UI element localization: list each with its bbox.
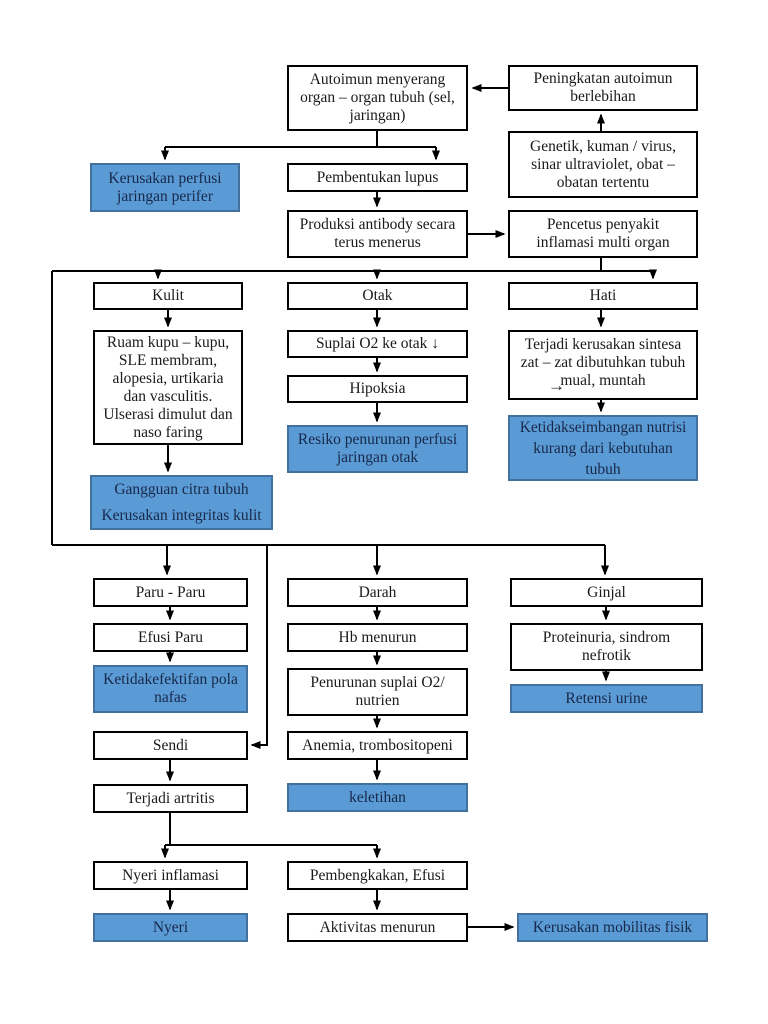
genetik-kuman-box: Genetik, kuman / virus,sinar ultraviolet… bbox=[508, 131, 698, 198]
produksi-antibody-label: Produksi antibody secara bbox=[299, 216, 456, 233]
otak-box: Otak bbox=[287, 282, 468, 310]
keletihan-box: keletihan bbox=[287, 783, 468, 812]
nyeri-box: Nyeri bbox=[93, 913, 248, 942]
flow-arrow bbox=[250, 545, 268, 749]
hati-box: Hati bbox=[508, 282, 698, 310]
ginjal-label: Ginjal bbox=[587, 583, 626, 601]
anemia-trombositopeni-label: Anemia, trombositopeni bbox=[302, 736, 453, 754]
hb-menurun-label: Hb menurun bbox=[338, 628, 417, 646]
ruam-kupu-label: SLE membram, bbox=[118, 351, 218, 369]
genetik-kuman-label: Genetik, kuman / virus, bbox=[530, 137, 676, 155]
nyeri-inflamasi-label: Nyeri inflamasi bbox=[122, 866, 219, 884]
otak-label: Otak bbox=[362, 287, 393, 304]
hipoksia-label: Hipoksia bbox=[349, 380, 406, 397]
ketidakseimbangan-nutrisi-label: kurang dari kebutuhan bbox=[533, 439, 673, 457]
anemia-trombositopeni-box: Anemia, trombositopeni bbox=[287, 731, 468, 760]
terjadi-kerusakan-sintesa-right-arrow-icon: → bbox=[548, 376, 565, 395]
ketidakseimbangan-nutrisi-label: tubuh bbox=[585, 460, 621, 478]
pembentukan-lupus-label: Pembentukan lupus bbox=[316, 168, 439, 186]
ketidakefektifan-pola-nafas-label: Ketidakefektifan pola bbox=[103, 671, 238, 688]
retensi-urine-label: Retensi urine bbox=[565, 689, 648, 707]
hati-label: Hati bbox=[589, 287, 617, 304]
kerusakan-perfusi-label: jaringan perifer bbox=[117, 187, 213, 205]
proteinuria-label: nefrotik bbox=[581, 647, 632, 664]
suplai-o2-otak-box: Suplai O2 ke otak ↓ bbox=[287, 330, 468, 358]
ruam-kupu-label: Ruam kupu – kupu, bbox=[106, 333, 230, 351]
pembengkakan-efusi-label: Pembengkakan, Efusi bbox=[309, 866, 446, 884]
pencetus-penyakit-label: inflamasi multi organ bbox=[536, 234, 670, 251]
terjadi-kerusakan-sintesa-label: zat – zat dibutuhkan tubuh bbox=[520, 354, 686, 371]
suplai-o2-otak-label: Suplai O2 ke otak ↓ bbox=[315, 335, 440, 352]
kerusakan-perfusi-label: Kerusakan perfusi bbox=[108, 169, 222, 187]
proteinuria-label: Proteinuria, sindrom bbox=[542, 629, 671, 646]
retensi-urine-box: Retensi urine bbox=[510, 684, 703, 713]
peningkatan-autoimun-label: Peningkatan autoimun bbox=[533, 70, 673, 87]
terjadi-artritis-box: Terjadi artritis bbox=[93, 784, 248, 813]
ruam-kupu-label: alopesia, urtikaria bbox=[112, 369, 224, 387]
aktivitas-menurun-box: Aktivitas menurun bbox=[287, 913, 468, 942]
pembengkakan-efusi-box: Pembengkakan, Efusi bbox=[287, 861, 468, 890]
efusi-paru-box: Efusi Paru bbox=[93, 623, 248, 652]
kerusakan-mobilitas-fisik-label: Kerusakan mobilitas fisik bbox=[532, 918, 693, 936]
ruam-kupu-label: Ulserasi dimulut dan bbox=[103, 405, 233, 423]
darah-label: Darah bbox=[358, 583, 397, 601]
terjadi-artritis-label: Terjadi artritis bbox=[126, 789, 215, 807]
penurunan-suplai-label: Penurunan suplai O2/ bbox=[310, 674, 445, 691]
gangguan-citra-tubuh-label: Kerusakan integritas kulit bbox=[101, 506, 262, 524]
ketidakefektifan-pola-nafas-label: nafas bbox=[154, 689, 187, 706]
ruam-kupu-label: naso faring bbox=[133, 423, 203, 441]
kulit-label: Kulit bbox=[152, 287, 184, 304]
pembentukan-lupus-box: Pembentukan lupus bbox=[287, 163, 468, 192]
autoimun-menyerang-label: Autoimun menyerang bbox=[309, 71, 446, 88]
paru-paru-label: Paru - Paru bbox=[135, 583, 206, 601]
ruam-kupu-box: Ruam kupu – kupu,SLE membram,alopesia, u… bbox=[93, 330, 243, 445]
penurunan-suplai-box: Penurunan suplai O2/nutrien bbox=[287, 668, 468, 716]
penurunan-suplai-label: nutrien bbox=[355, 692, 400, 709]
genetik-kuman-label: sinar ultraviolet, obat – bbox=[531, 155, 675, 173]
resiko-penurunan-perfusi-label: jaringan otak bbox=[336, 449, 419, 466]
sendi-box: Sendi bbox=[93, 731, 248, 760]
terjadi-kerusakan-sintesa-label: Terjadi kerusakan sintesa bbox=[524, 336, 682, 353]
hipoksia-box: Hipoksia bbox=[287, 375, 468, 403]
ginjal-box: Ginjal bbox=[510, 578, 703, 607]
ruam-kupu-label: dan vasculitis. bbox=[123, 387, 213, 405]
nyeri-label: Nyeri bbox=[152, 918, 189, 936]
efusi-paru-label: Efusi Paru bbox=[137, 628, 203, 646]
resiko-penurunan-perfusi-label: Resiko penurunan perfusi bbox=[297, 431, 458, 448]
paru-paru-box: Paru - Paru bbox=[93, 578, 248, 607]
darah-box: Darah bbox=[287, 578, 468, 607]
sendi-label: Sendi bbox=[152, 736, 189, 754]
kerusakan-mobilitas-fisik-box: Kerusakan mobilitas fisik bbox=[517, 913, 708, 942]
autoimun-menyerang-label: organ – organ tubuh (sel, bbox=[300, 89, 455, 106]
gangguan-citra-tubuh-label: Gangguan citra tubuh bbox=[114, 480, 249, 498]
autoimun-menyerang-label: jaringan) bbox=[349, 107, 406, 124]
aktivitas-menurun-label: Aktivitas menurun bbox=[319, 918, 436, 936]
kulit-box: Kulit bbox=[93, 282, 243, 310]
pencetus-penyakit-label: Pencetus penyakit bbox=[546, 216, 660, 233]
produksi-antibody-label: terus menerus bbox=[334, 234, 421, 251]
genetik-kuman-label: obatan tertentu bbox=[556, 173, 650, 191]
peningkatan-autoimun-label: berlebihan bbox=[570, 88, 636, 105]
hb-menurun-box: Hb menurun bbox=[287, 623, 468, 652]
keletihan-label: keletihan bbox=[349, 788, 406, 806]
ketidakseimbangan-nutrisi-box: Ketidakseimbangan nutrisi kurang dari keb… bbox=[508, 415, 698, 481]
nyeri-inflamasi-box: Nyeri inflamasi bbox=[93, 861, 248, 890]
terjadi-kerusakan-sintesa-label: mual, muntah bbox=[560, 372, 646, 389]
ketidakseimbangan-nutrisi-label: Ketidakseimbangan nutrisi bbox=[519, 418, 687, 436]
